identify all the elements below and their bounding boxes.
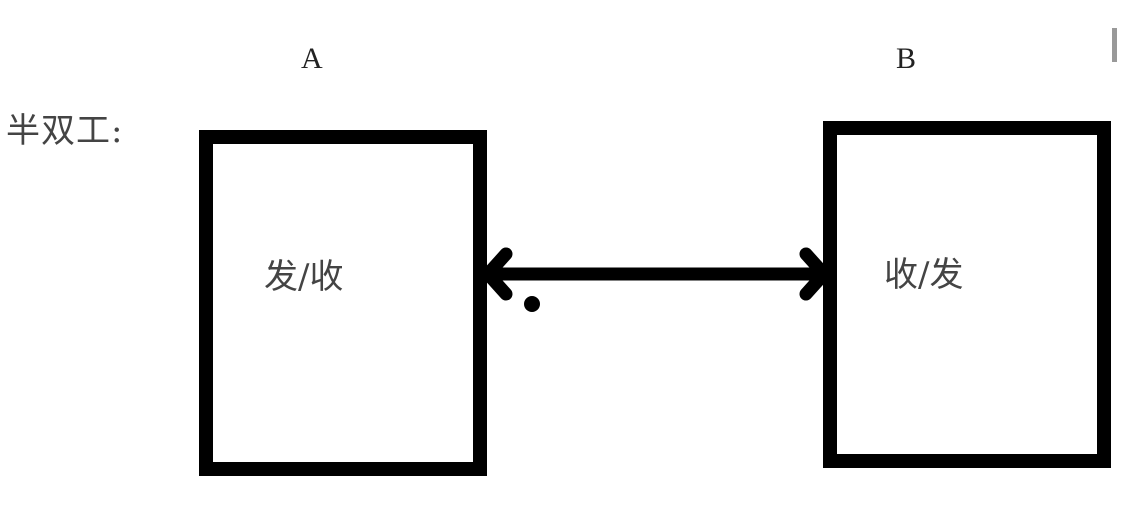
node-b-box <box>823 121 1111 468</box>
node-a-label: A <box>301 42 323 75</box>
cropped-edge-mark <box>1112 28 1117 62</box>
stray-dot <box>524 296 540 312</box>
arrowhead-left <box>481 247 513 301</box>
arrowhead-right <box>799 247 831 301</box>
mode-label: 半双工: <box>6 111 124 151</box>
node-b-label: B <box>896 42 917 75</box>
node-a-box <box>199 130 487 476</box>
node-b-role: 收/发 <box>884 255 964 295</box>
node-a-role: 发/收 <box>264 257 344 297</box>
